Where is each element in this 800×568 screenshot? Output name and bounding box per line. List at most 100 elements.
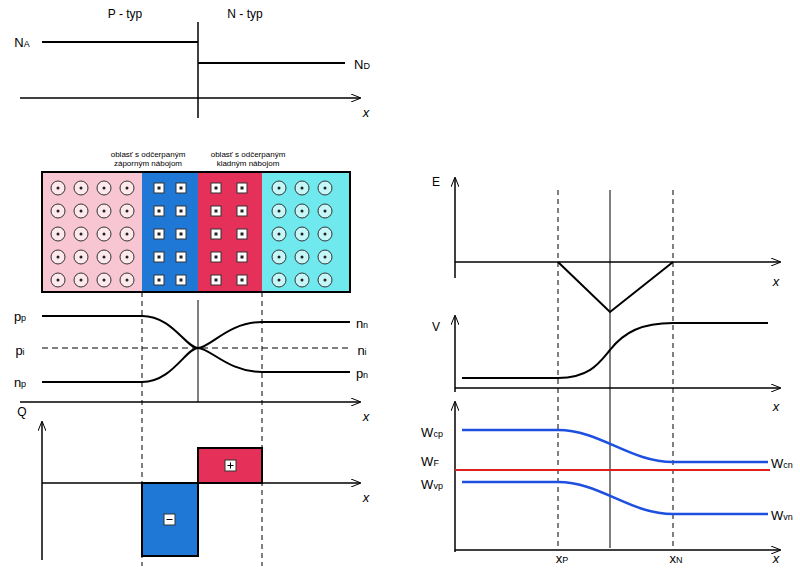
fixed-ion [211, 252, 221, 262]
fixed-ion [211, 275, 221, 285]
carrier-dot [126, 256, 129, 259]
carrier-curves [20, 300, 360, 402]
ion-dot [241, 187, 244, 190]
fixed-ion [237, 229, 247, 239]
symbol-label: P - typ [108, 8, 142, 20]
carrier-dot [103, 210, 106, 213]
free-carrier [295, 227, 309, 241]
fixed-ion [237, 183, 247, 193]
symbol-label: Wvn [771, 509, 793, 522]
free-carrier [51, 250, 65, 264]
symbol-label: xP [556, 552, 569, 565]
fixed-ion [154, 206, 164, 216]
ion-dot [180, 210, 183, 213]
carrier-dot [103, 279, 106, 282]
axis-label: x [773, 400, 780, 413]
ion-dot [158, 187, 161, 190]
free-carrier [318, 250, 332, 264]
carrier-dot [57, 256, 60, 259]
charge-density [42, 422, 360, 560]
free-carrier [295, 273, 309, 287]
free-carrier [120, 227, 134, 241]
carrier-dot [324, 233, 327, 236]
symbol-label: N - typ [227, 8, 262, 20]
free-carrier [97, 204, 111, 218]
free-carrier [318, 273, 332, 287]
carrier-dot [80, 279, 83, 282]
carrier-dot [278, 256, 281, 259]
carrier-dot [324, 187, 327, 190]
ion-dot [158, 233, 161, 236]
axis-label: x [773, 552, 780, 565]
fixed-ion [237, 252, 247, 262]
ion-dot [241, 279, 244, 282]
ion-dot [158, 210, 161, 213]
depletion-band: oblasť s odčerpaným kladným nábojom [198, 172, 262, 292]
symbol-label: ND [354, 58, 370, 71]
ion-dot [180, 233, 183, 236]
free-carrier [74, 181, 88, 195]
carrier-dot [80, 187, 83, 190]
carrier-dot [278, 187, 281, 190]
ion-dot [158, 256, 161, 259]
fixed-ion [176, 206, 186, 216]
carrier-dot [103, 256, 106, 259]
symbol-label: xN [670, 552, 683, 565]
fixed-ion [211, 229, 221, 239]
field-potential-energy [455, 178, 780, 552]
carrier-dot [57, 233, 60, 236]
carrier-dot [301, 187, 304, 190]
free-carrier [51, 227, 65, 241]
doping-profile [20, 22, 360, 118]
symbol-label: NA [14, 36, 29, 49]
crystal-block [42, 172, 350, 292]
ion-dot [241, 256, 244, 259]
ion-dot [215, 279, 218, 282]
free-carrier [120, 181, 134, 195]
carrier-dot [324, 279, 327, 282]
free-carrier [51, 204, 65, 218]
symbol-label: V [432, 321, 440, 333]
ion-dot [180, 279, 183, 282]
free-carrier [51, 181, 65, 195]
ion-dot [180, 187, 183, 190]
symbol-label: Wcp [421, 426, 443, 439]
fixed-ion [154, 183, 164, 193]
symbol-label: Wvp [421, 478, 443, 491]
ion-dot [215, 210, 218, 213]
free-carrier [318, 204, 332, 218]
symbol-label: pp [14, 310, 26, 323]
free-carrier [51, 273, 65, 287]
free-carrier [272, 273, 286, 287]
symbol-label: ni [357, 344, 366, 357]
carrier-dot [278, 233, 281, 236]
carrier-dot [103, 233, 106, 236]
free-carrier [97, 273, 111, 287]
fixed-ion [176, 252, 186, 262]
carrier-dot [126, 279, 129, 282]
symbol-label: Wcn [771, 457, 793, 470]
carrier-dot [301, 233, 304, 236]
free-carrier [74, 250, 88, 264]
fixed-ion [237, 206, 247, 216]
free-carrier [295, 204, 309, 218]
fixed-ion [237, 275, 247, 285]
depletion-edges [142, 292, 262, 566]
carrier-dot [57, 187, 60, 190]
free-carrier [120, 250, 134, 264]
free-carrier [272, 250, 286, 264]
symbol-label: WF [421, 455, 439, 468]
carrier-dot [301, 279, 304, 282]
axis-label: x [773, 275, 780, 288]
ion-dot [215, 233, 218, 236]
symbol-label: E [432, 176, 440, 188]
carrier-dot [80, 210, 83, 213]
carrier-dot [324, 256, 327, 259]
carrier-dot [57, 210, 60, 213]
carrier-dot [80, 233, 83, 236]
symbol-label: nn [356, 317, 368, 330]
free-carrier [97, 227, 111, 241]
carrier-dot [103, 187, 106, 190]
